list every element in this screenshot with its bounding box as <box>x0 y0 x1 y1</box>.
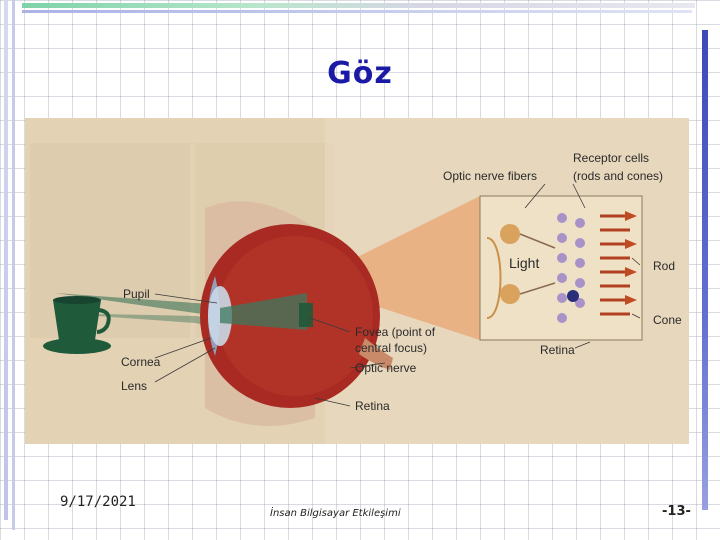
label-pupil: Pupil <box>123 287 150 301</box>
eye-diagram-image: Optic nerve fibers Receptor cells (rods … <box>25 118 689 444</box>
label-fovea-1: Fovea (point of <box>355 325 436 339</box>
top-decor-bar-2 <box>22 10 692 13</box>
label-cornea: Cornea <box>121 355 161 369</box>
label-receptor-cells-2: (rods and cones) <box>573 169 663 183</box>
label-optic-nerve: Optic nerve <box>355 361 417 375</box>
light-cone <box>305 196 480 340</box>
footer-course-title: İnsan Bilgisayar Etkileşimi <box>270 508 401 519</box>
left-decor-bar <box>4 0 8 520</box>
eye-diagram-svg: Optic nerve fibers Receptor cells (rods … <box>25 118 689 444</box>
label-retina: Retina <box>355 399 390 413</box>
label-rod: Rod <box>653 259 675 273</box>
label-light: Light <box>509 255 539 271</box>
right-decor-bar <box>702 30 708 510</box>
label-optic-nerve-fibers: Optic nerve fibers <box>443 169 537 183</box>
eyeball <box>200 224 393 408</box>
label-receptor-cells-1: Receptor cells <box>573 151 649 165</box>
top-decor-bar <box>22 3 695 8</box>
label-fovea-2: central focus) <box>355 341 427 355</box>
cup-icon <box>43 296 111 354</box>
footer-page-number: -13- <box>662 504 691 519</box>
label-lens: Lens <box>121 379 147 393</box>
label-cone: Cone <box>653 313 682 327</box>
retina-inset <box>479 195 643 341</box>
footer-date: 9/17/2021 <box>60 494 136 510</box>
slide-title: Göz <box>327 56 393 91</box>
left-decor-bar-2 <box>12 0 15 530</box>
label-retina-inset: Retina <box>540 343 575 357</box>
